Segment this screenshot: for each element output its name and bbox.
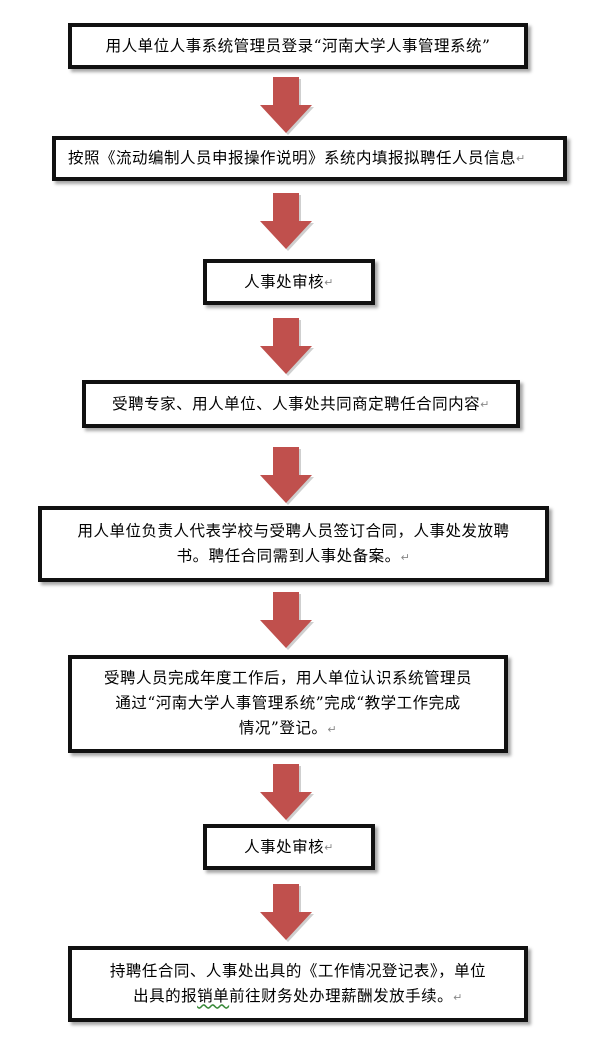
- down-arrow-icon: [260, 318, 314, 376]
- flow-step-2: 按照《流动编制人员申报操作说明》系统内填报拟聘任人员信息↵: [52, 136, 567, 181]
- flow-step-2-text: 按照《流动编制人员申报操作说明》系统内填报拟聘任人员信息: [68, 149, 517, 167]
- paragraph-mark: ↵: [516, 152, 526, 165]
- flow-step-1: 用人单位人事系统管理员登录“河南大学人事管理系统”: [68, 23, 528, 69]
- paragraph-mark: ↵: [453, 990, 463, 1004]
- flow-step-6-line-1: 受聘人员完成年度工作后，用人单位认识系统管理员: [103, 669, 472, 687]
- flow-step-6: 受聘人员完成年度工作后，用人单位认识系统管理员 通过“河南大学人事管理系统”完成…: [68, 655, 508, 753]
- flow-step-8: 持聘任合同、人事处出具的《工作情况登记表》，单位 出具的报销单前往财务处办理薪酬…: [68, 946, 528, 1022]
- down-arrow-icon: [260, 77, 314, 135]
- flow-step-8-line-2c: 前往财务处办理薪酬发放手续。: [229, 986, 454, 1005]
- paragraph-mark: ↵: [327, 723, 338, 736]
- flow-step-5-line-2: 书。聘任合同需到人事处备案。: [176, 546, 401, 565]
- flow-step-6-line-3: 情况”登记。: [238, 719, 328, 737]
- flow-step-8-line-1: 持聘任合同、人事处出具的《工作情况登记表》，单位: [109, 961, 487, 980]
- flow-step-7-text: 人事处审核: [244, 837, 325, 856]
- flow-step-5-line-1: 用人单位负责人代表学校与受聘人员签订合同，人事处发放聘: [77, 521, 510, 540]
- flow-step-8-line-2a: 出具的报: [133, 986, 198, 1005]
- down-arrow-icon: [260, 193, 314, 251]
- flow-step-3-text: 人事处审核: [244, 272, 325, 291]
- flow-step-1-text: 用人单位人事系统管理员登录“河南大学人事管理系统”: [105, 36, 491, 55]
- flow-step-8-line-2b: 销单: [197, 986, 230, 1005]
- down-arrow-icon: [260, 447, 314, 505]
- paragraph-mark: ↵: [400, 550, 411, 564]
- down-arrow-icon: [260, 764, 314, 822]
- down-arrow-icon: [260, 592, 314, 650]
- paragraph-mark: ↵: [480, 397, 490, 411]
- down-arrow-icon: [260, 884, 314, 942]
- flow-step-5: 用人单位负责人代表学校与受聘人员签订合同，人事处发放聘 书。聘任合同需到人事处备…: [38, 506, 549, 582]
- paragraph-mark: ↵: [324, 840, 334, 854]
- flow-step-4-text: 受聘专家、用人单位、人事处共同商定聘任合同内容: [112, 394, 481, 413]
- flow-step-3: 人事处审核↵: [203, 259, 375, 305]
- flow-step-6-line-2: 通过“河南大学人事管理系统”完成“教学工作完成: [115, 694, 461, 712]
- paragraph-mark: ↵: [324, 275, 334, 289]
- flow-step-4: 受聘专家、用人单位、人事处共同商定聘任合同内容↵: [82, 380, 520, 428]
- flow-step-7: 人事处审核↵: [203, 824, 375, 870]
